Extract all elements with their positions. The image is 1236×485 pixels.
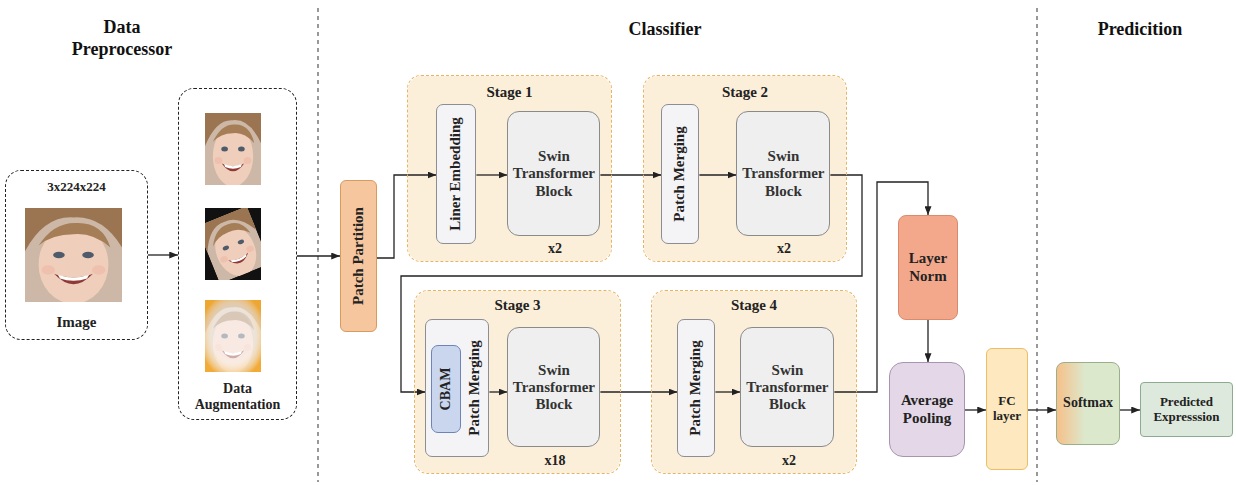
face-photo-background [205,300,261,372]
flow-arrow [489,391,507,392]
repeat-count: x2 [744,241,824,257]
stage-fill [415,291,620,473]
flow-arrow [1120,409,1140,410]
patch-merging-box: Patch Merging [661,104,699,244]
swin-block-box: Swin Transformer Block [740,327,834,447]
section-heading: Predicition [1050,19,1230,41]
node-label: Predicted Expresssion [1145,395,1228,425]
node-label: Patch Merging [688,341,705,436]
section-divider [1036,8,1037,482]
embedding-box: Liner Embedding [436,104,476,244]
stage-panel: Stage 3 x18 Patch Merging CBAM Swin Transfor… [414,290,621,474]
node-label: Patch Merging [467,341,484,436]
node-label: 3x224x224 [6,180,147,195]
augmentation-box: Data Augmentation [178,88,297,420]
node-label: Average Pooling [894,392,960,427]
repeat-count: x18 [515,453,595,469]
output-box: Predicted Expresssion [1140,382,1233,437]
node-label: CBAM [438,368,454,411]
bright-face-photo [205,300,261,373]
input-image-box: 3x224x224Image [5,170,148,340]
node-label: Patch Partition [350,207,367,305]
stage-fill [644,76,846,261]
pooling-box: Average Pooling [889,362,965,457]
swin-block-box: Swin Transformer Block [507,327,600,447]
swin-block-box: Swin Transformer Block [736,111,830,236]
patch-partition-box: Patch Partition [340,180,377,332]
section-heading: Classifier [565,19,765,41]
stage-fill [652,291,856,473]
flow-arrow [1028,409,1056,410]
stage-title: Stage 3 [415,297,620,314]
section-heading: Data Preprocessor [57,17,187,60]
fc-layer-box: FC layer [986,348,1028,470]
swin-block-box: Swin Transformer Block [507,111,600,236]
cbam-box: CBAM [431,345,461,433]
node-label: Swin Transformer Block [513,148,596,200]
color-jitter-overlay [205,300,261,372]
flow-arrow [965,409,986,410]
flow-arrow [715,391,740,392]
flow-arrow [148,254,178,255]
stage-panel: Stage 2 x2 Patch Merging Swin Transformer B… [643,75,847,262]
patch-merging-box: Patch Merging [677,319,715,457]
stage-title: Stage 1 [408,84,611,101]
layer-norm-box: Layer Norm [898,215,958,320]
stage-title: Stage 4 [652,297,856,314]
section-divider [317,8,318,482]
node-label: Data Augmentation [179,381,296,413]
node-label: Swin Transformer Block [742,148,826,200]
node-label: Layer Norm [903,250,953,285]
repeat-count: x2 [749,453,829,469]
flow-arrow [699,174,736,175]
patch-merging-box: Patch Merging CBAM [425,319,489,457]
node-label: Softmax [1061,395,1115,411]
flow-arrow [927,320,928,362]
face-photo [25,208,122,304]
stage-title: Stage 2 [644,84,846,101]
node-label: FC layer [990,394,1024,424]
stage-panel: Stage 4 x2 Patch Merging Swin Transformer B… [651,290,857,474]
flow-arrow [297,255,340,256]
flow-arrow [476,174,507,175]
flow-arrow [600,174,661,175]
node-label: Image [6,314,147,331]
repeat-count: x2 [515,241,595,257]
node-label: Swin Transformer Block [513,362,596,414]
node-label: Liner Embedding [448,118,465,232]
rotated-face-photo [205,208,261,280]
stage-panel: Stage 1 x2 Liner Embedding Swin Transformer… [407,75,612,262]
node-label: Swin Transformer Block [746,362,830,414]
flow-arrow [600,391,677,392]
node-label: Patch Merging [672,127,689,222]
face-photo [205,113,261,186]
softmax-box: Softmax [1056,362,1120,445]
stage-fill [408,76,611,261]
